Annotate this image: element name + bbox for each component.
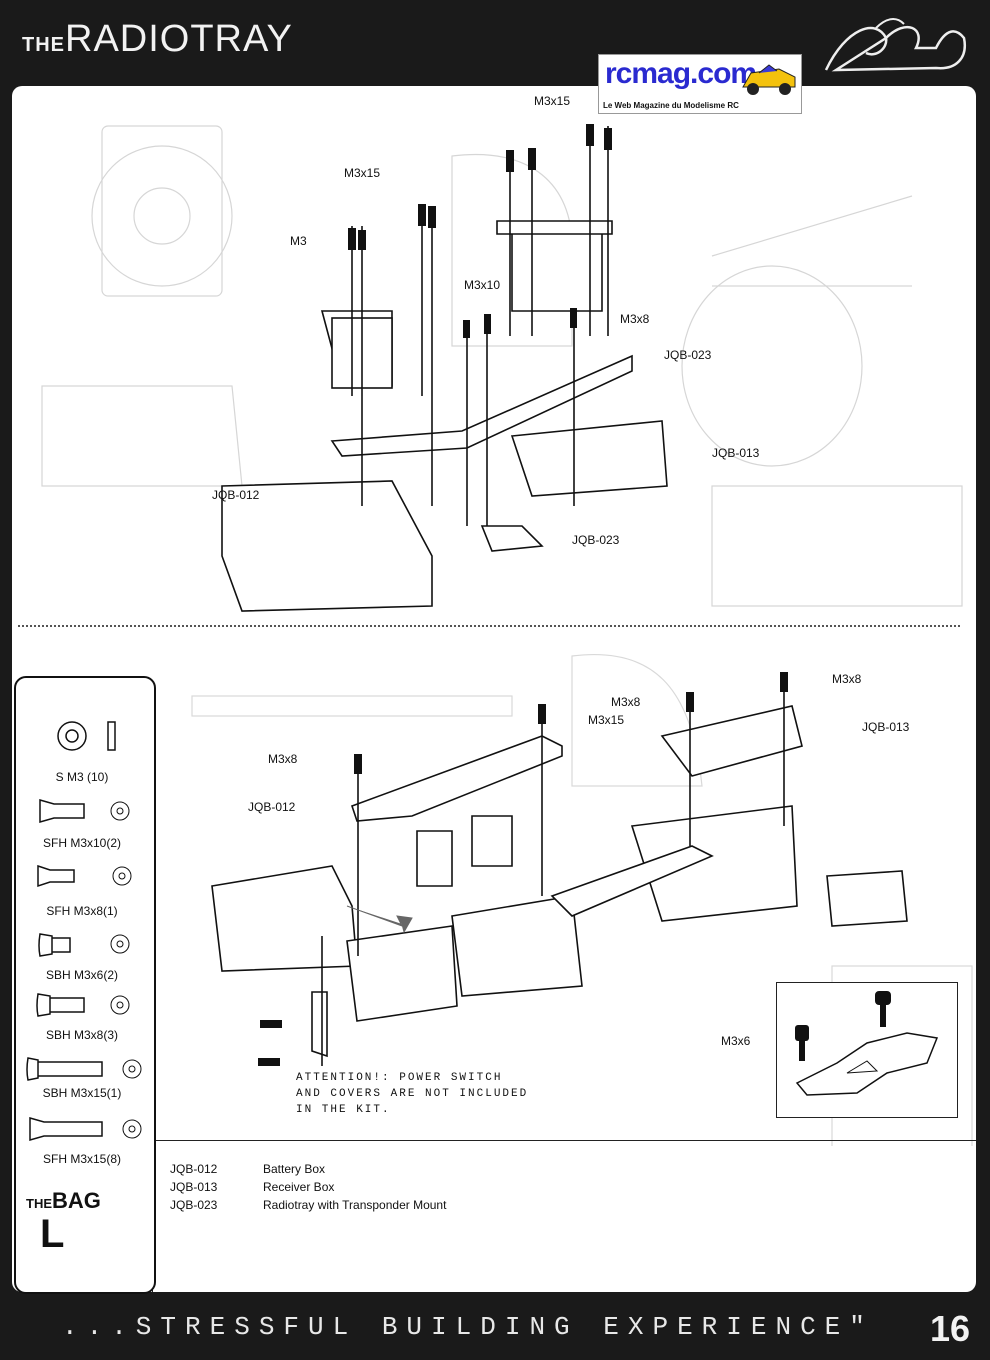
page-number: 16	[929, 1308, 970, 1349]
callout-jqb023-a: JQB-023	[664, 348, 712, 362]
parts-names: Battery Box Receiver Box Radiotray with …	[263, 1162, 446, 1216]
part-name: Radiotray with Transponder Mount	[263, 1198, 447, 1212]
hardware-icons	[26, 721, 142, 1141]
attention-note: ATTENTION!: POWER SWITCH AND COVERS ARE …	[296, 1070, 528, 1118]
bag-title: THEBAG	[26, 1188, 101, 1214]
rc-car-icon	[742, 64, 796, 95]
section-divider	[18, 625, 960, 627]
hardware-bag-panel: S M3 (10) SFH M3x10(2) SFH M3x8(1) SBH M…	[14, 676, 156, 1294]
callout-bottom-jqb013: JQB-013	[862, 720, 910, 734]
bag-title-main: BAG	[52, 1188, 101, 1213]
bag-item-label: SBH M3x8(3)	[45, 1028, 119, 1042]
rcmag-watermark: rcmag.com Le Web Magazine du Modelisme R…	[598, 54, 802, 114]
attention-line-3: IN THE KIT.	[296, 1104, 391, 1116]
attention-line-1: ATTENTION!: POWER SWITCH	[296, 1072, 503, 1084]
top-exploded-diagram	[41, 124, 963, 612]
footer-slogan: ...STRESSFUL BUILDING EXPERIENCE"	[62, 1312, 874, 1342]
part-code: JQB-013	[170, 1180, 218, 1194]
bag-item-label: SFH M3x15(8)	[42, 1152, 122, 1166]
callout-bottom-m3x8-top: M3x8	[832, 672, 862, 686]
part-code: JQB-023	[170, 1198, 218, 1212]
bag-item-label: S M3 (10)	[55, 770, 109, 784]
callout-bottom-m3x6: M3x6	[721, 1034, 751, 1048]
watermark-brand: rcmag.com	[605, 57, 757, 90]
parts-codes: JQB-012 JQB-013 JQB-023	[170, 1162, 217, 1216]
washer-icon	[57, 721, 87, 751]
bag-item-label: SBH M3x15(1)	[42, 1086, 122, 1100]
callout-bottom-m3x15: M3x15	[588, 713, 625, 727]
callout-m3x15-b: M3x15	[344, 166, 381, 180]
callout-m3x15-a: M3x15	[534, 94, 571, 108]
title-prefix: THE	[22, 34, 65, 56]
callout-bottom-m3x8-left: M3x8	[268, 752, 298, 766]
flat-head-screw-icon	[39, 799, 85, 823]
bag-title-prefix: THE	[26, 1196, 52, 1211]
brand-logo-icon	[824, 18, 967, 72]
part-name: Battery Box	[263, 1162, 326, 1176]
callout-jqb013: JQB-013	[712, 446, 760, 460]
callout-m3x10: M3x10	[464, 278, 501, 292]
callout-m3x8: M3x8	[620, 312, 650, 326]
callout-bottom-m3x8-mid: M3x8	[611, 695, 641, 709]
inset-detail	[776, 982, 958, 1118]
callout-jqb023-b: JQB-023	[572, 533, 620, 547]
page-title: THERADIOTRAY	[22, 18, 293, 61]
callout-m3: M3	[290, 234, 307, 248]
bag-item-label: SBH M3x6(2)	[45, 968, 119, 982]
legend-top-border	[152, 1140, 976, 1141]
bag-item-label: SFH M3x10(2)	[42, 836, 122, 850]
callout-jqb012: JQB-012	[212, 488, 260, 502]
part-code: JQB-012	[170, 1162, 218, 1176]
bottom-exploded-diagram	[191, 654, 973, 1146]
callout-bottom-jqb012: JQB-012	[248, 800, 296, 814]
title-main: RADIOTRAY	[65, 18, 293, 60]
part-name: Receiver Box	[263, 1180, 335, 1194]
radiotray-mount-detail-icon	[795, 991, 939, 1096]
attention-line-2: AND COVERS ARE NOT INCLUDED	[296, 1088, 529, 1100]
button-head-screw-icon	[38, 933, 71, 957]
bag-letter: L	[40, 1212, 65, 1256]
watermark-tagline: Le Web Magazine du Modelisme RC	[603, 101, 739, 110]
bag-item-label: SFH M3x8(1)	[46, 904, 118, 918]
